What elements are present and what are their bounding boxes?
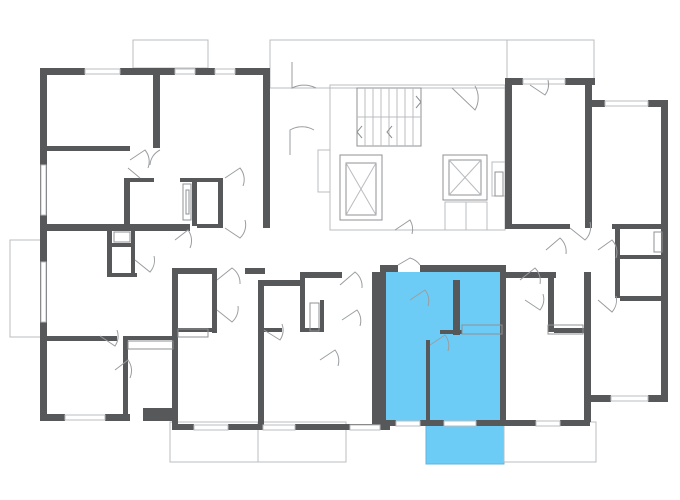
stair-core: [269, 39, 508, 231]
doors: [99, 62, 618, 379]
selected-apartment[interactable]: [384, 272, 504, 464]
windows: [40, 68, 649, 431]
fixtures: [113, 183, 663, 350]
walls: [40, 68, 668, 430]
